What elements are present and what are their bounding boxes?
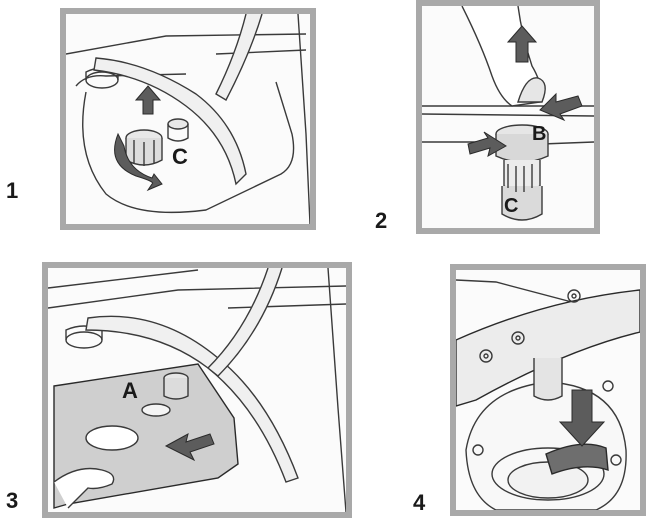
rotate-arrow-icon [114, 132, 163, 192]
down-arrow-icon [558, 389, 606, 447]
step-1-number: 1 [6, 178, 19, 203]
step-2-label-b: B [532, 123, 546, 145]
slide-arrow-icon [164, 433, 215, 462]
step-1-illustration: C [60, 8, 316, 230]
step-4-illustration [450, 264, 646, 516]
up-arrow-icon [506, 25, 538, 63]
step-2-number: 2 [375, 208, 388, 233]
push-arrow-icon [467, 131, 507, 157]
step-1-label-c: C [172, 144, 188, 169]
step-3-number: 3 [6, 488, 19, 513]
step-2-label-c: C [504, 195, 518, 217]
up-arrow-icon [134, 85, 162, 115]
step-3-label-a: A [122, 378, 138, 403]
step-4-number: 4 [413, 490, 426, 515]
push-arrow-icon [539, 92, 583, 122]
step-3-illustration: A [42, 262, 352, 518]
step-2-illustration: B C [416, 0, 600, 234]
